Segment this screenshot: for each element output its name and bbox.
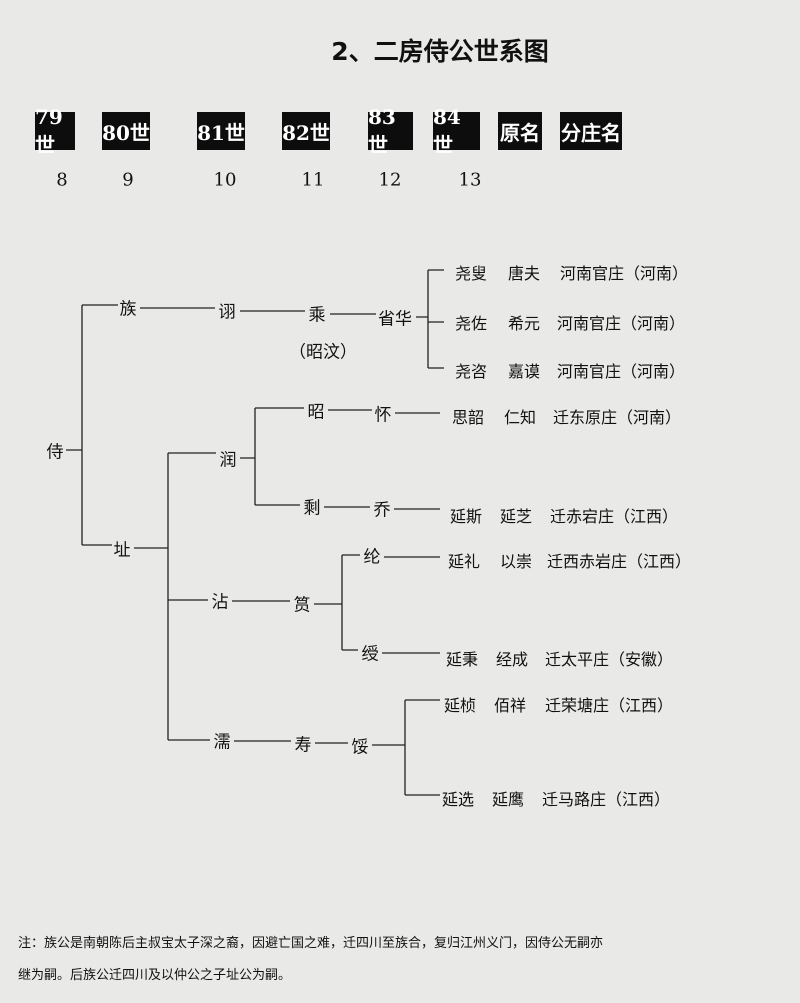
descendant-name: 尧咨 [455,362,488,381]
node-ru: 濡 [213,732,231,753]
gen-number: 9 [122,169,134,191]
footnote-line-1: 注：族公是南朝陈后主叔宝太子深之裔，因避亡国之难，迁四川至族合，复归江州义门，因… [18,936,604,951]
branch-name: 迁赤宕庄（江西） [550,507,679,526]
original-name: 经成 [496,650,529,669]
gen-number: 11 [301,169,325,191]
header-branch-name: 分庄名 [560,112,622,150]
branch-name: 迁西赤岩庄（江西） [547,552,692,571]
branch-name: 河南官庄（河南） [557,314,686,333]
header-gen-83: 83世 [368,105,413,157]
node-shou: 寿 [294,735,312,756]
node-huai: 怀 [374,405,392,426]
original-name: 希元 [508,314,541,333]
node-zhi: 址 [113,540,131,561]
gen-number: 13 [458,169,482,191]
footnote-line-2: 继为嗣。后族公迁四川及以仲公之子址公为嗣。 [18,968,292,983]
node-run: 润 [219,450,237,471]
node-nei: 馁 [351,737,369,758]
original-name: 仁知 [504,408,537,427]
original-name: 嘉谟 [508,362,541,381]
branch-name: 河南官庄（河南） [557,362,686,381]
node-cheng-alias: （昭汶） [289,342,357,363]
node-zu: 族 [119,299,137,320]
node-shenghua: 省华 [378,309,412,330]
branch-name: 迁太平庄（安徽） [545,650,674,669]
header-gen-81: 81世 [197,112,245,150]
gen-number: 10 [213,169,237,191]
branch-name: 迁马路庄（江西） [542,790,671,809]
node-yun: 筼 [293,595,311,616]
descendant-name: 尧叟 [455,264,488,283]
descendant-name: 思韶 [452,408,485,427]
original-name: 延鹰 [492,790,525,809]
node-qiao: 乔 [373,500,391,521]
descendant-name: 延秉 [446,650,479,669]
node-lun: 纶 [363,547,381,568]
descendant-name: 延斯 [450,507,483,526]
node-shi: 侍 [46,442,64,463]
node-cheng: 乘 [308,305,326,326]
branch-name: 河南官庄（河南） [560,264,689,283]
node-zhan: 沾 [211,592,229,613]
header-original-name: 原名 [498,112,542,150]
descendant-name: 尧佐 [455,314,488,333]
descendant-name: 延礼 [448,552,481,571]
gen-number: 12 [378,169,402,191]
original-name: 佰祥 [494,696,527,715]
branch-name: 迁东原庄（河南） [553,408,682,427]
node-sheng: 剩 [303,498,321,519]
descendant-name: 延桢 [444,696,477,715]
header-gen-84: 84世 [433,105,480,157]
page-title: 2、二房侍公世系图 [331,37,549,66]
header-gen-82: 82世 [282,112,330,150]
node-shou2: 绶 [361,644,379,665]
node-zhao: 昭 [307,402,325,423]
gen-number: 8 [56,169,68,191]
original-name: 延芝 [500,507,533,526]
header-gen-80: 80世 [102,112,150,150]
descendant-name: 延选 [442,790,475,809]
branch-name: 迁荣塘庄（江西） [545,696,674,715]
original-name: 以崇 [500,552,533,571]
node-xu: 诩 [218,302,236,323]
original-name: 唐夫 [508,264,541,283]
